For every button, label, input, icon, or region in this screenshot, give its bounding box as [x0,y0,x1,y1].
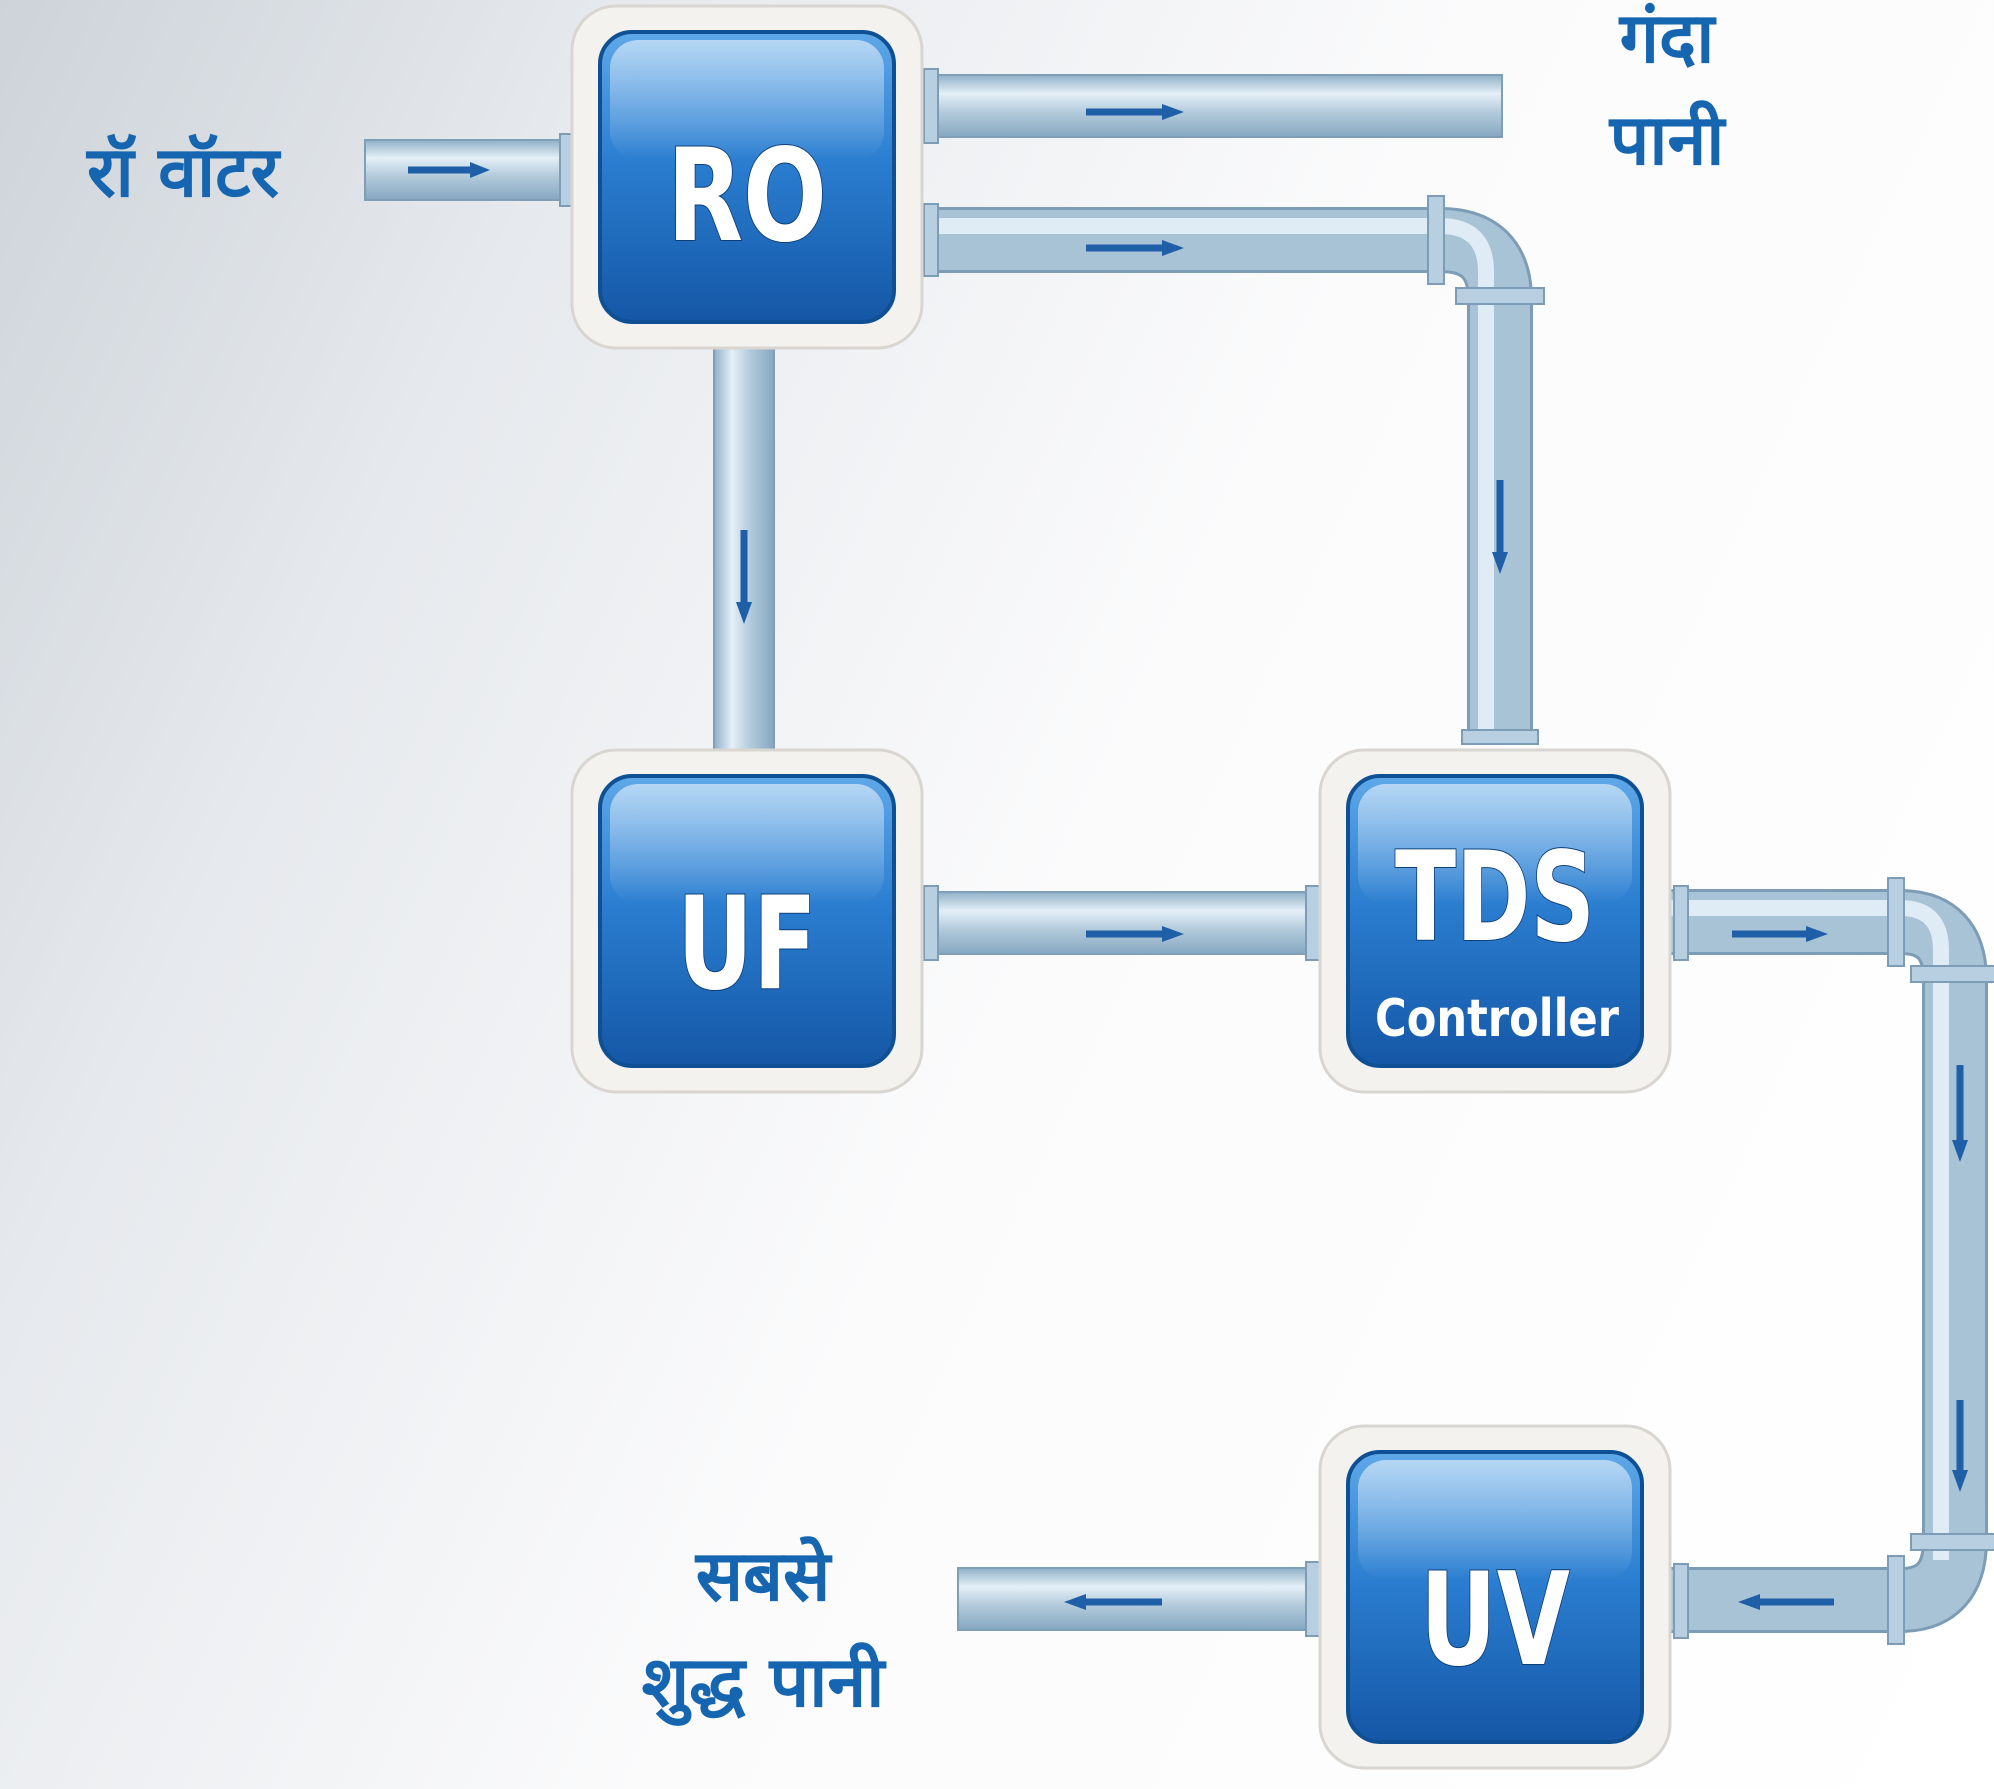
label-waste-water-line1: गंदा [1618,0,1718,79]
pipe-collar [1427,195,1445,285]
unit-uf: UF [570,748,924,1094]
pipe-collar [1910,965,1994,983]
label-waste-water-line2: पानी [1608,99,1728,181]
unit-ro-title: RO [667,122,827,271]
flow-arrows [408,104,1968,1610]
arrow-down-icon [1952,1065,1968,1162]
pipe-collar [1673,885,1689,961]
label-purest-water-line1: सबसे [694,1535,833,1617]
arrow-right-icon [1732,926,1828,942]
pipe-tds-to-uv-body [1670,892,1985,1630]
pipe-ro-to-tds [920,207,1533,740]
pipe-collar [1887,1555,1905,1645]
label-raw-water: रॉ वॉटर [85,131,281,213]
pipe-collar [923,68,939,144]
unit-uf-title: UF [677,870,817,1019]
arrow-down-icon [736,530,752,624]
arrow-down-icon [1492,480,1508,574]
pipe-collar [923,203,939,277]
pipe-collar [1305,1561,1321,1637]
arrow-right-icon [1086,104,1184,120]
pipe-waste-water-outlet [919,74,1503,138]
unit-uv-title: UV [1420,1546,1570,1695]
pipe-collar [1887,877,1905,967]
pipe-ro-to-tds-body [920,210,1530,740]
pipe-ro-to-tds-shine [920,218,1494,740]
pipe-collar [923,885,939,961]
pipe-tds-to-uv [1670,889,1988,1633]
pipes [364,68,1994,1645]
unit-tds-title: TDS [1395,826,1595,970]
pipe-tds-to-uv-shine [1670,900,1949,1560]
arrow-left-icon [1738,1594,1834,1610]
arrow-down-icon [1952,1400,1968,1492]
label-purest-water-line2: शुद्ध पानी [642,1641,888,1726]
pipe-collar [1455,287,1545,305]
pipe-collar [1305,885,1321,961]
arrow-right-icon [408,162,490,178]
pipe-collar [1673,1563,1689,1639]
arrow-right-icon [1086,926,1184,942]
pipe-collar [1461,729,1539,745]
unit-uv: UV [1318,1424,1672,1770]
unit-tds-controller: TDS Controller [1318,748,1672,1094]
arrow-left-icon [1064,1594,1162,1610]
unit-tds-subtitle: Controller [1375,989,1619,1049]
unit-ro: RO [570,4,924,350]
arrow-right-icon [1086,240,1184,256]
pipe-uf-to-tds [919,891,1323,955]
pipe-collar [1910,1533,1994,1551]
